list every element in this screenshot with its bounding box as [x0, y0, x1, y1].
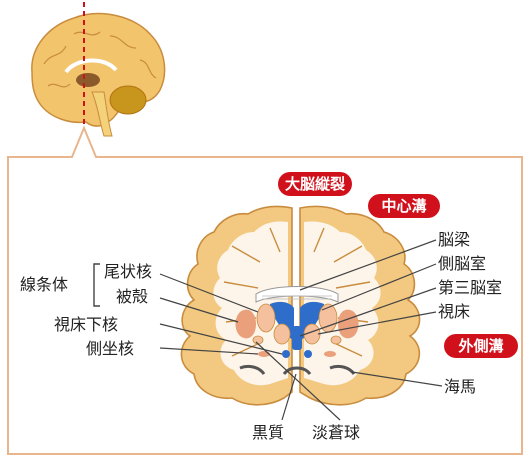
striatum-bracket — [93, 263, 100, 307]
globus-pallidus — [252, 335, 264, 345]
label-caudate: 尾状核 — [104, 262, 152, 281]
lateral-sulcus-badge: 外側溝 — [444, 334, 518, 358]
label-hippocampus: 海馬 — [444, 377, 476, 396]
subthalamic-nucleus — [282, 350, 290, 358]
coronal-section — [180, 205, 421, 406]
substantia-nigra — [282, 366, 312, 376]
label-accumbens: 側坐核 — [86, 339, 134, 358]
thalamus — [273, 323, 291, 345]
label-striatum-group: 線条体 — [20, 275, 68, 294]
label-subthalamic: 視床下核 — [54, 315, 118, 334]
caudate-nucleus — [256, 303, 276, 333]
lateral-sulcus-badge-text: 外側溝 — [457, 337, 503, 355]
fissure-badge: 大脳縦裂 — [278, 172, 352, 196]
label-third-ventricle: 第三脳室 — [438, 278, 502, 297]
label-putamen: 被殻 — [116, 287, 148, 306]
corpus-callosum — [255, 286, 339, 303]
central-sulcus-badge-text: 中心溝 — [381, 197, 426, 215]
label-lateral-ventricle: 側脳室 — [438, 254, 486, 273]
label-globus-pallidus: 淡蒼球 — [312, 423, 360, 442]
label-corpus-callosum: 脳梁 — [438, 230, 470, 249]
putamen — [235, 309, 256, 339]
third-ventricle — [292, 326, 302, 350]
brain-sagittal-icon — [31, 12, 166, 137]
leader-lines — [159, 239, 443, 421]
label-substantia-nigra: 黒質 — [252, 423, 284, 442]
label-thalamus: 視床 — [438, 302, 470, 321]
fissure-badge-text: 大脳縦裂 — [285, 175, 345, 193]
central-sulcus-badge: 中心溝 — [368, 194, 440, 218]
